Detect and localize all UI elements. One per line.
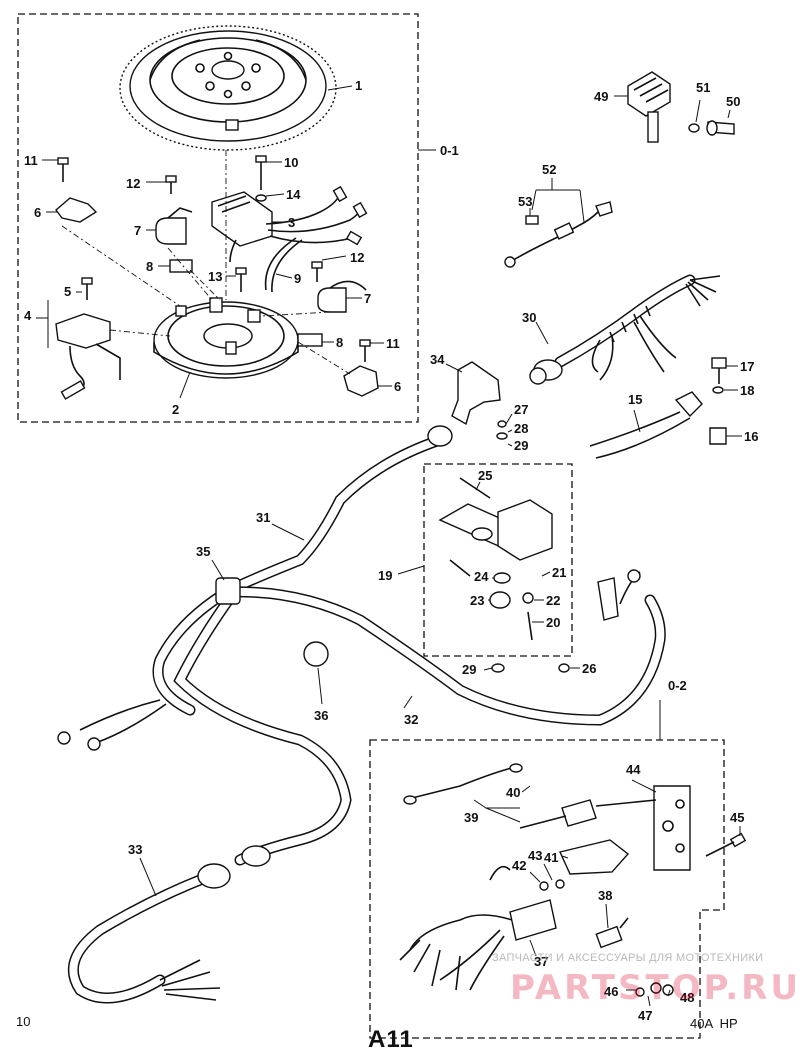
part-label: 1 bbox=[355, 78, 362, 93]
part-label: 38 bbox=[598, 888, 612, 903]
group-0-2-label: 0-2 bbox=[668, 678, 687, 693]
part-label: 3 bbox=[288, 215, 295, 230]
part-label: 7 bbox=[364, 291, 371, 306]
part-label: 13 bbox=[208, 269, 222, 284]
screws-group-0-1 bbox=[57, 155, 371, 362]
part-label: 45 bbox=[730, 810, 744, 825]
solenoid-19-drawing bbox=[438, 420, 570, 673]
part-label: 34 bbox=[430, 352, 445, 367]
part-label: 31 bbox=[256, 510, 270, 525]
part-label: 48 bbox=[680, 990, 694, 1005]
part-label: 37 bbox=[534, 954, 548, 969]
part-label: 8 bbox=[336, 335, 343, 350]
part-label: 50 bbox=[726, 94, 740, 109]
part-label: 11 bbox=[386, 336, 400, 351]
part-label: 9 bbox=[294, 271, 301, 286]
part-label: 14 bbox=[286, 187, 301, 202]
part-label: 11 bbox=[24, 153, 38, 168]
part-label: 49 bbox=[594, 89, 608, 104]
part-label: 36 bbox=[314, 708, 328, 723]
part-label: 28 bbox=[514, 421, 528, 436]
part-label: 12 bbox=[350, 250, 364, 265]
part-label: 8 bbox=[146, 259, 153, 274]
part-label: 17 bbox=[740, 359, 754, 374]
part-label: 10 bbox=[284, 155, 298, 170]
part-label: 42 bbox=[512, 858, 526, 873]
part-label: 27 bbox=[514, 402, 528, 417]
part-label: 20 bbox=[546, 615, 560, 630]
bracket-34-drawing bbox=[451, 361, 501, 426]
part-label: 26 bbox=[582, 661, 596, 676]
part-label: 41 bbox=[544, 850, 558, 865]
part-label: 4 bbox=[24, 308, 32, 323]
group-0-2-frame bbox=[369, 739, 725, 1039]
part-label: 18 bbox=[740, 383, 754, 398]
page-number: 10 bbox=[16, 1014, 31, 1029]
part-label: 22 bbox=[546, 593, 560, 608]
part-label: 29 bbox=[462, 662, 476, 677]
part-label: 52 bbox=[542, 162, 556, 177]
part-label: 40 bbox=[506, 785, 520, 800]
harness-52-drawing bbox=[504, 201, 613, 268]
part-label: 19 bbox=[378, 568, 392, 583]
cables-drawing bbox=[57, 425, 666, 1004]
part-label: 6 bbox=[394, 379, 401, 394]
part-label: 46 bbox=[604, 984, 618, 999]
part-label: 53 bbox=[518, 194, 532, 209]
part-label: 30 bbox=[522, 310, 536, 325]
plate-code: A11 bbox=[368, 1026, 414, 1053]
coil-3-drawing bbox=[211, 185, 368, 293]
solenoid-19-frame bbox=[423, 463, 573, 657]
part-label: 23 bbox=[470, 593, 484, 608]
part-label: 24 bbox=[474, 569, 489, 584]
part-label: 44 bbox=[626, 762, 641, 777]
stator-plate-drawing bbox=[153, 297, 299, 379]
part-label: 6 bbox=[34, 205, 41, 220]
part-label: 15 bbox=[628, 392, 642, 407]
part-label: 47 bbox=[638, 1008, 652, 1023]
model-label: 40A HP bbox=[690, 1016, 738, 1031]
part-label: 7 bbox=[134, 223, 141, 238]
part-label: 16 bbox=[744, 429, 758, 444]
group-0-1-frame bbox=[17, 13, 419, 423]
part-label: 33 bbox=[128, 842, 142, 857]
assembly-lines-0-1 bbox=[61, 150, 351, 375]
watermark-tagline: ЗАПЧАСТИ И АКСЕССУАРЫ ДЛЯ МОТОТЕХНИКИ bbox=[492, 952, 764, 964]
part-label: 51 bbox=[696, 80, 710, 95]
part-label: 25 bbox=[478, 468, 492, 483]
part-labels: 1 2 3 4 5 6 6 7 7 8 8 9 10 bbox=[24, 78, 758, 1023]
part-label: 35 bbox=[196, 544, 210, 559]
brackets-group-0-1 bbox=[55, 197, 379, 400]
part-label: 21 bbox=[552, 565, 566, 580]
watermark-logo: PARTSTOP.RU bbox=[510, 968, 800, 1008]
rectifier-49-drawing bbox=[627, 71, 735, 143]
group-0-1-label: 0-1 bbox=[440, 143, 459, 158]
part-label: 5 bbox=[64, 284, 71, 299]
part-label: 29 bbox=[514, 438, 528, 453]
spark-lead-15-drawing bbox=[589, 357, 727, 459]
flywheel-drawing bbox=[119, 25, 337, 151]
harness-30-drawing bbox=[529, 274, 721, 385]
key-switch-group-drawing bbox=[399, 763, 747, 997]
part-label: 32 bbox=[404, 712, 418, 727]
part-label: 12 bbox=[126, 176, 140, 191]
part-label: 39 bbox=[464, 810, 478, 825]
part-label: 43 bbox=[528, 848, 542, 863]
part-label: 2 bbox=[172, 402, 179, 417]
